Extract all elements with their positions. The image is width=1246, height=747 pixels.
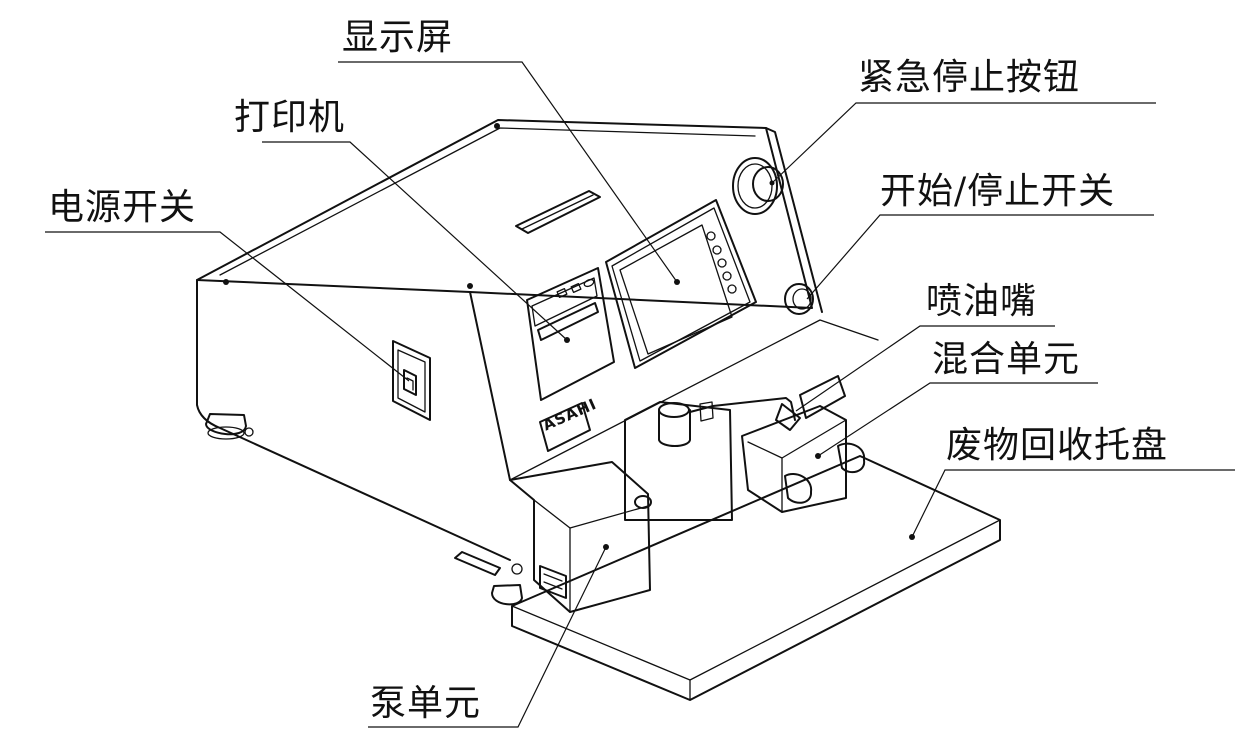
pump-unit-drawing xyxy=(454,461,652,613)
label-nozzle: 喷油嘴 xyxy=(926,281,1038,322)
label-emergency-stop: 紧急停止按钮 xyxy=(858,57,1081,98)
label-pump-unit: 泵单元 xyxy=(370,683,482,724)
label-start-stop-switch: 开始/停止开关 xyxy=(880,171,1116,212)
leader-lines xyxy=(45,61,1235,728)
main-housing xyxy=(196,119,879,606)
printer-drawing xyxy=(526,267,615,401)
display-drawing xyxy=(605,199,757,369)
label-display: 显示屏 xyxy=(342,17,454,58)
brand-plate xyxy=(539,402,591,452)
mixing-unit-drawing xyxy=(741,405,866,513)
emergency-stop-drawing xyxy=(732,157,784,215)
start-stop-drawing xyxy=(784,283,814,315)
power-switch-drawing xyxy=(392,340,431,421)
waste-tray-drawing xyxy=(511,455,1001,701)
label-printer: 打印机 xyxy=(234,97,346,138)
label-waste-tray: 废物回收托盘 xyxy=(946,425,1169,466)
label-power-switch: 电源开关 xyxy=(48,187,197,228)
nozzle-assembly xyxy=(624,375,846,521)
label-mixing-unit: 混合单元 xyxy=(932,339,1081,380)
